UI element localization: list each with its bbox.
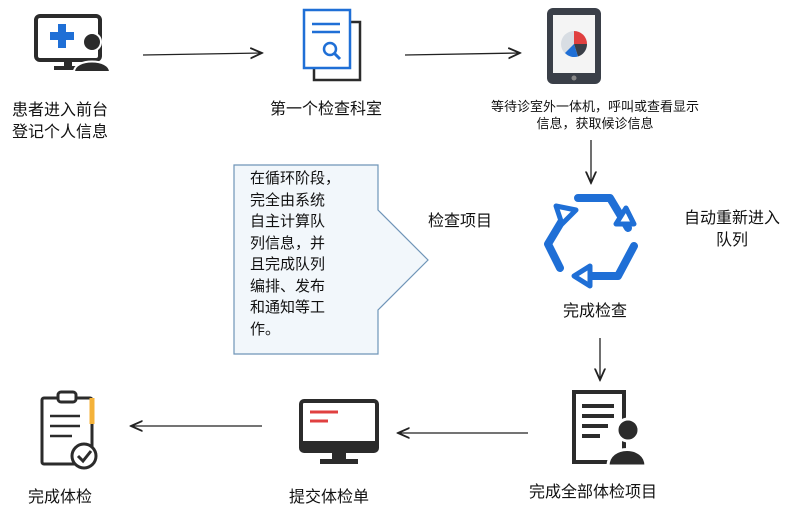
step-done-all-label: 完成全部体检项目 bbox=[529, 482, 658, 501]
clipboard-check-icon bbox=[40, 390, 98, 470]
step-finish-label: 完成体检 bbox=[28, 487, 93, 506]
document-search-icon bbox=[302, 8, 362, 82]
reception-computer-icon bbox=[34, 14, 112, 72]
step-first-room-label: 第一个检查科室 bbox=[270, 99, 383, 118]
step-waiting-label: 等待诊室外一体机，呼叫或查看显示 信息，获取候诊信息 bbox=[490, 100, 699, 132]
callout-text: 在循环阶段， 完全由系统 自主计算队 列信息，并 且完成队列 编排、发布 和通知… bbox=[250, 169, 341, 338]
callout-arrow-shape bbox=[233, 164, 429, 355]
step-done-check-label: 完成检查 bbox=[563, 301, 628, 320]
step-submit-label: 提交体检单 bbox=[289, 487, 370, 506]
monitor-submit-icon bbox=[299, 399, 379, 464]
arrow-room-to-waiting bbox=[404, 53, 520, 55]
arrow-register-to-room bbox=[142, 53, 262, 55]
recycle-loop-icon bbox=[544, 194, 638, 289]
document-person-icon bbox=[572, 390, 646, 468]
step-register-label: 患者进入前台 登记个人信息 bbox=[12, 100, 109, 141]
step-check-item-label: 检查项目 bbox=[428, 211, 493, 230]
tablet-kiosk-icon bbox=[547, 8, 601, 84]
step-requeue-label: 自动重新进入 队列 bbox=[683, 208, 780, 249]
